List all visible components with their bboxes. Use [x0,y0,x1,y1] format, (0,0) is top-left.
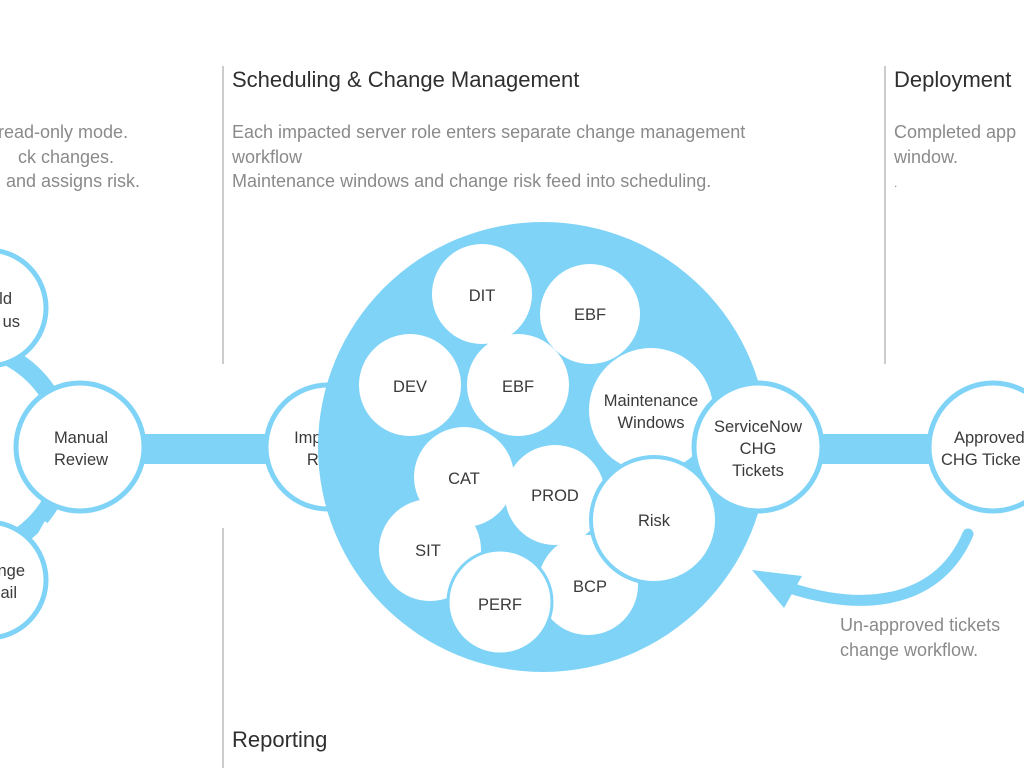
manual-review-line-2: Review [54,451,108,469]
unapproved-note: Un-approved tickets change workflow. [840,613,1024,662]
manual-review-node[interactable]: Manual Review [13,380,147,514]
left-desc-line-3: and assigns risk. [6,171,141,191]
env-node-sit-label: SIT [415,542,441,560]
deployment-desc-line-3: . [894,176,898,190]
deployment-desc-line-1: Completed app [894,122,1017,142]
env-node-risk[interactable]: Risk [589,455,719,585]
approved-chg-node[interactable]: Approved CHG Ticke [926,380,1024,514]
env-node-ebf-top-label: EBF [574,306,606,324]
approved-line-1: Approved [954,429,1024,447]
scheduling-section-title: Scheduling & Change Management [232,67,580,92]
left-node-top-line-2: us [3,313,20,331]
left-section-description: read-only mode. ck changes. and assigns … [0,120,198,194]
env-node-ebf-mid-label: EBF [502,378,534,396]
deployment-section-description: Completed app window. . [894,120,1024,196]
unapproved-note-line-1: Un-approved tickets [840,615,1001,635]
env-node-prod[interactable]: PROD [505,445,605,545]
left-cluster-dash-top [34,351,48,373]
manual-review-line-1: Manual [54,429,108,447]
maintenance-windows-line-2: Windows [618,414,685,432]
maintenance-windows-line-1: Maintenance [604,392,698,410]
return-arrow-head [752,570,802,608]
left-desc-line-2: ck changes. [18,146,115,167]
env-node-ebf-mid[interactable]: EBF [467,334,569,436]
env-node-ebf-top[interactable]: EBF [540,264,640,364]
env-node-maintenance-windows[interactable]: Maintenance Windows [589,348,713,472]
scheduling-desc-line-1: Each impacted server role enters separat… [232,122,746,142]
env-node-bcp-label: BCP [573,578,607,596]
deployment-desc-line-2: window. [894,146,959,167]
left-node-bottom-line-1: nge [0,562,25,580]
scheduling-desc-line-2: workflow [232,146,303,167]
divider-deployment [884,66,886,364]
left-node-top-line-1: ld [0,290,12,308]
servicenow-line-3: Tickets [732,462,784,480]
env-node-dev[interactable]: DEV [359,334,461,436]
divider-scheduling-bottom [222,528,224,768]
scheduling-section-description: Each impacted server role enters separat… [232,120,832,194]
reporting-section-title: Reporting [232,727,328,752]
scheduling-desc-line-3: Maintenance windows and change risk feed… [232,171,712,191]
env-node-prod-label: PROD [531,487,579,505]
servicenow-line-2: CHG [740,440,777,458]
env-node-cat-label: CAT [448,470,480,488]
return-arrow-path [784,528,974,606]
left-node-bottom: nge ail [0,520,49,640]
left-node-bottom-line-2: ail [0,584,17,602]
left-desc-line-1: read-only mode. [0,122,129,142]
env-node-dit-label: DIT [469,287,496,305]
env-node-perf[interactable]: PERF [446,548,554,656]
unapproved-note-line-2: change workflow. [840,639,979,660]
servicenow-chg-node[interactable]: ServiceNow CHG Tickets [691,380,825,514]
env-node-dit[interactable]: DIT [432,244,532,344]
left-node-top: ld us [0,248,49,368]
left-cluster-dash-bottom [34,521,48,541]
deployment-section-title: Deployment [894,67,1012,92]
env-node-dev-label: DEV [393,378,427,396]
divider-scheduling-top [222,66,224,364]
env-node-perf-label: PERF [478,596,522,614]
servicenow-line-1: ServiceNow [714,418,802,436]
env-node-risk-label: Risk [638,512,671,530]
approved-line-2: CHG Ticke [941,451,1021,469]
